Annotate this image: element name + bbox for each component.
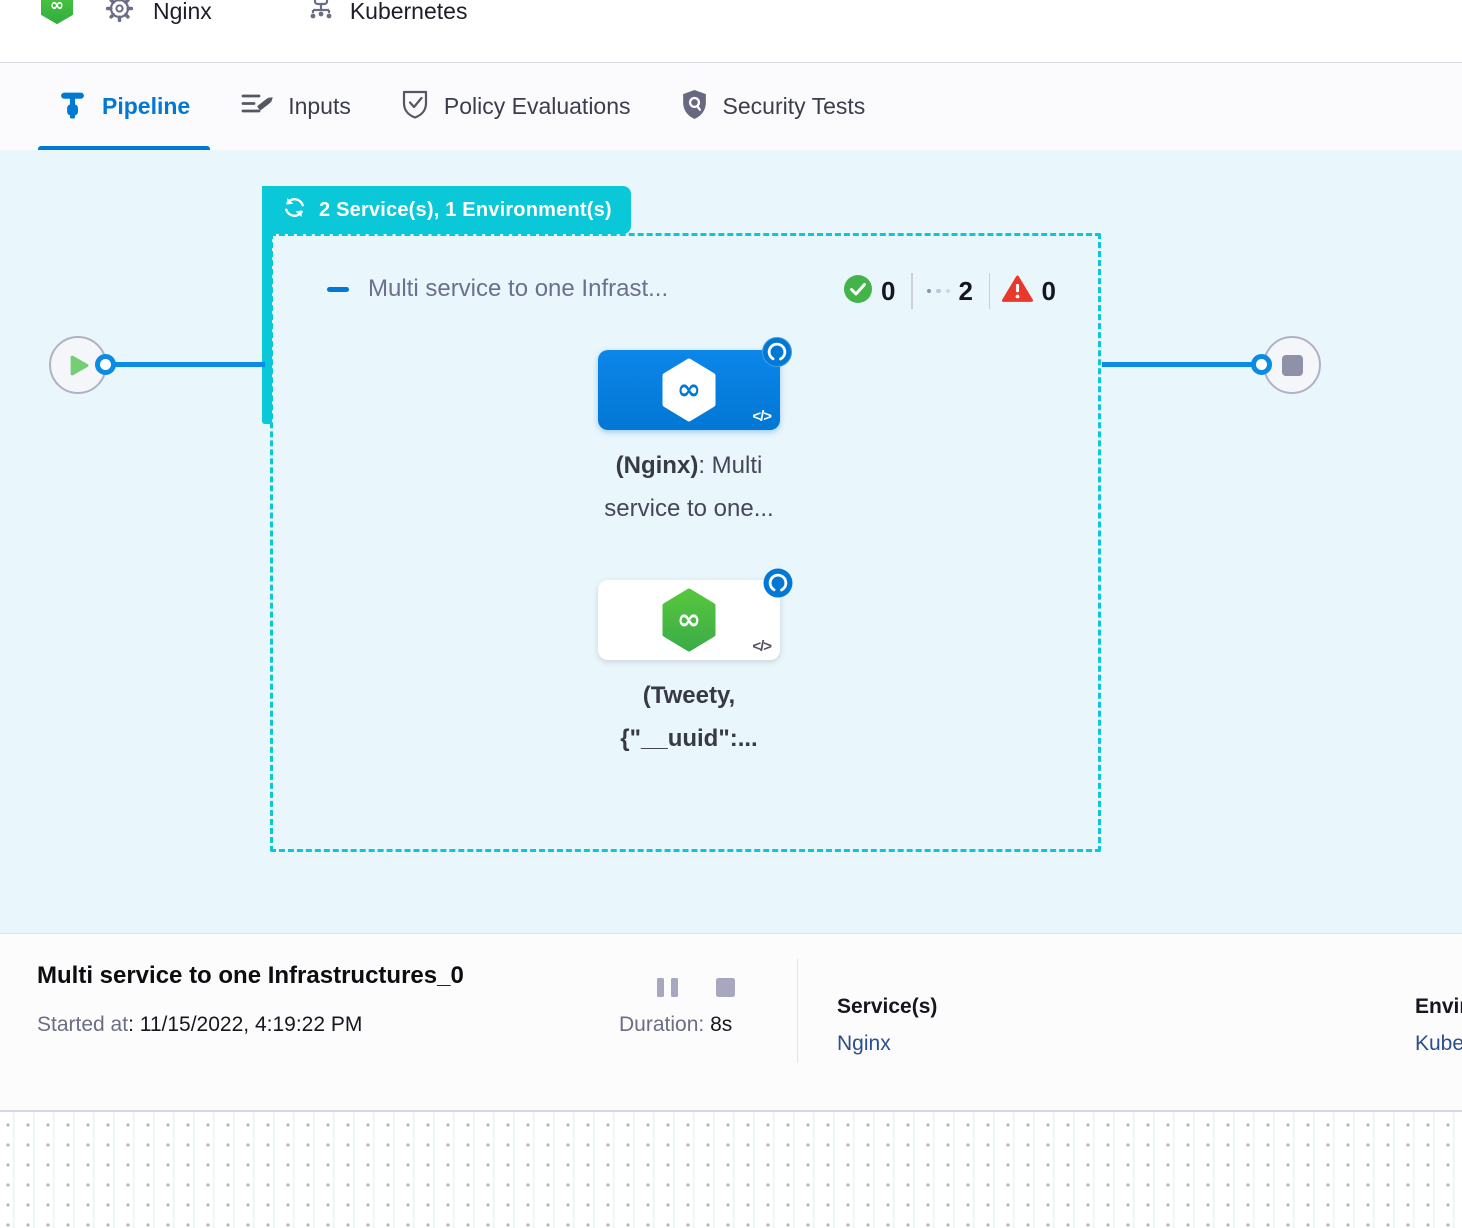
stage-group-title: Multi service to one Infrast... [368,275,669,302]
loop-icon [281,194,308,226]
abort-button[interactable] [716,978,735,997]
tab-inputs-label: Inputs [288,93,351,119]
environments-summary: Environment(s) Kubernetes [1415,995,1462,1056]
tab-security-tests-label: Security Tests [722,93,866,119]
duration: Duration: 8s [619,1013,733,1036]
environment-crumb-label[interactable]: Kubernetes [349,0,468,24]
infrastructure-icon [306,0,336,30]
running-count: 2 [958,275,973,306]
count-separator [988,273,991,309]
tab-pipeline-label: Pipeline [102,93,191,119]
pause-button[interactable] [657,978,678,997]
security-shield-scan-icon [681,89,708,125]
footer-divider [797,959,798,1063]
pipeline-canvas: 2 Service(s), 1 Environment(s) Multi ser… [0,150,1462,933]
error-warning-icon [1002,275,1034,308]
count-separator [911,273,913,309]
code-glyph: </> [752,408,772,425]
looping-strategy-badge[interactable] [762,337,792,367]
gear-icon [104,0,135,29]
execution-title: Multi service to one Infrastructures_0 [37,962,464,989]
pipeline-icon [58,90,87,124]
stage-group-container [270,233,1101,852]
success-check-icon [843,274,873,309]
tab-policy-evaluations-label: Policy Evaluations [443,93,631,119]
pipeline-end-node [1263,336,1321,394]
svg-text:∞: ∞ [677,372,701,406]
collapse-minus-icon[interactable] [327,287,349,292]
services-label: Service(s) [837,995,938,1018]
svg-text:∞: ∞ [677,602,701,636]
connector-line-right [1102,362,1256,367]
connector-line-left [105,362,265,367]
breadcrumb-bar: ∞ Nginx [0,0,1462,63]
harness-hexagon-icon: ∞ [662,358,716,422]
stop-icon [1281,354,1303,376]
stage-group-accent-strip [262,186,272,424]
failed-count: 0 [1041,275,1056,306]
looping-strategy-badge[interactable] [763,568,793,598]
tab-pipeline[interactable]: Pipeline [38,63,211,150]
success-count: 0 [881,275,896,306]
tab-inputs[interactable]: Inputs [220,63,371,150]
connector-port-right [1251,354,1272,375]
service-crumb-label[interactable]: Nginx [153,0,212,24]
stage-card-nginx[interactable]: ∞ </> [598,350,780,430]
services-environments-badge-label: 2 Service(s), 1 Environment(s) [319,198,612,221]
tab-policy-evaluations[interactable]: Policy Evaluations [381,63,651,150]
running-dots-icon [926,288,951,294]
harness-hexagon-icon: ∞ [662,588,716,652]
dotted-grid-canvas [0,1112,1462,1228]
policy-shield-check-icon [401,89,429,124]
stage-status-counts: 0 2 0 [843,270,1066,312]
environments-value-link[interactable]: Kubernetes [1415,1032,1462,1055]
stage-label-nginx: (Nginx): Multi service to one... [604,452,774,522]
services-value-link[interactable]: Nginx [837,1032,891,1055]
execution-summary-bar: Multi service to one Infrastructures_0 S… [0,933,1462,1112]
stage-label-tweety: (Tweety, {"__uuid":... [620,682,758,752]
execution-tabbar: Pipeline Inputs [0,63,1462,150]
tab-security-tests[interactable]: Security Tests [661,63,886,150]
svg-text:∞: ∞ [50,0,64,15]
inputs-icon [240,90,273,123]
services-summary: Service(s) Nginx [837,995,1397,1056]
stage-card-tweety[interactable]: ∞ </> [598,580,780,660]
harness-cd-logo-icon: ∞ [40,0,74,29]
code-glyph: </> [752,638,772,655]
environments-label: Environment(s) [1415,995,1462,1018]
started-at: Started at: 11/15/2022, 4:19:22 PM [37,1013,363,1036]
connector-port-left [95,354,116,375]
services-environments-badge[interactable]: 2 Service(s), 1 Environment(s) [262,186,631,234]
play-icon [70,355,89,375]
